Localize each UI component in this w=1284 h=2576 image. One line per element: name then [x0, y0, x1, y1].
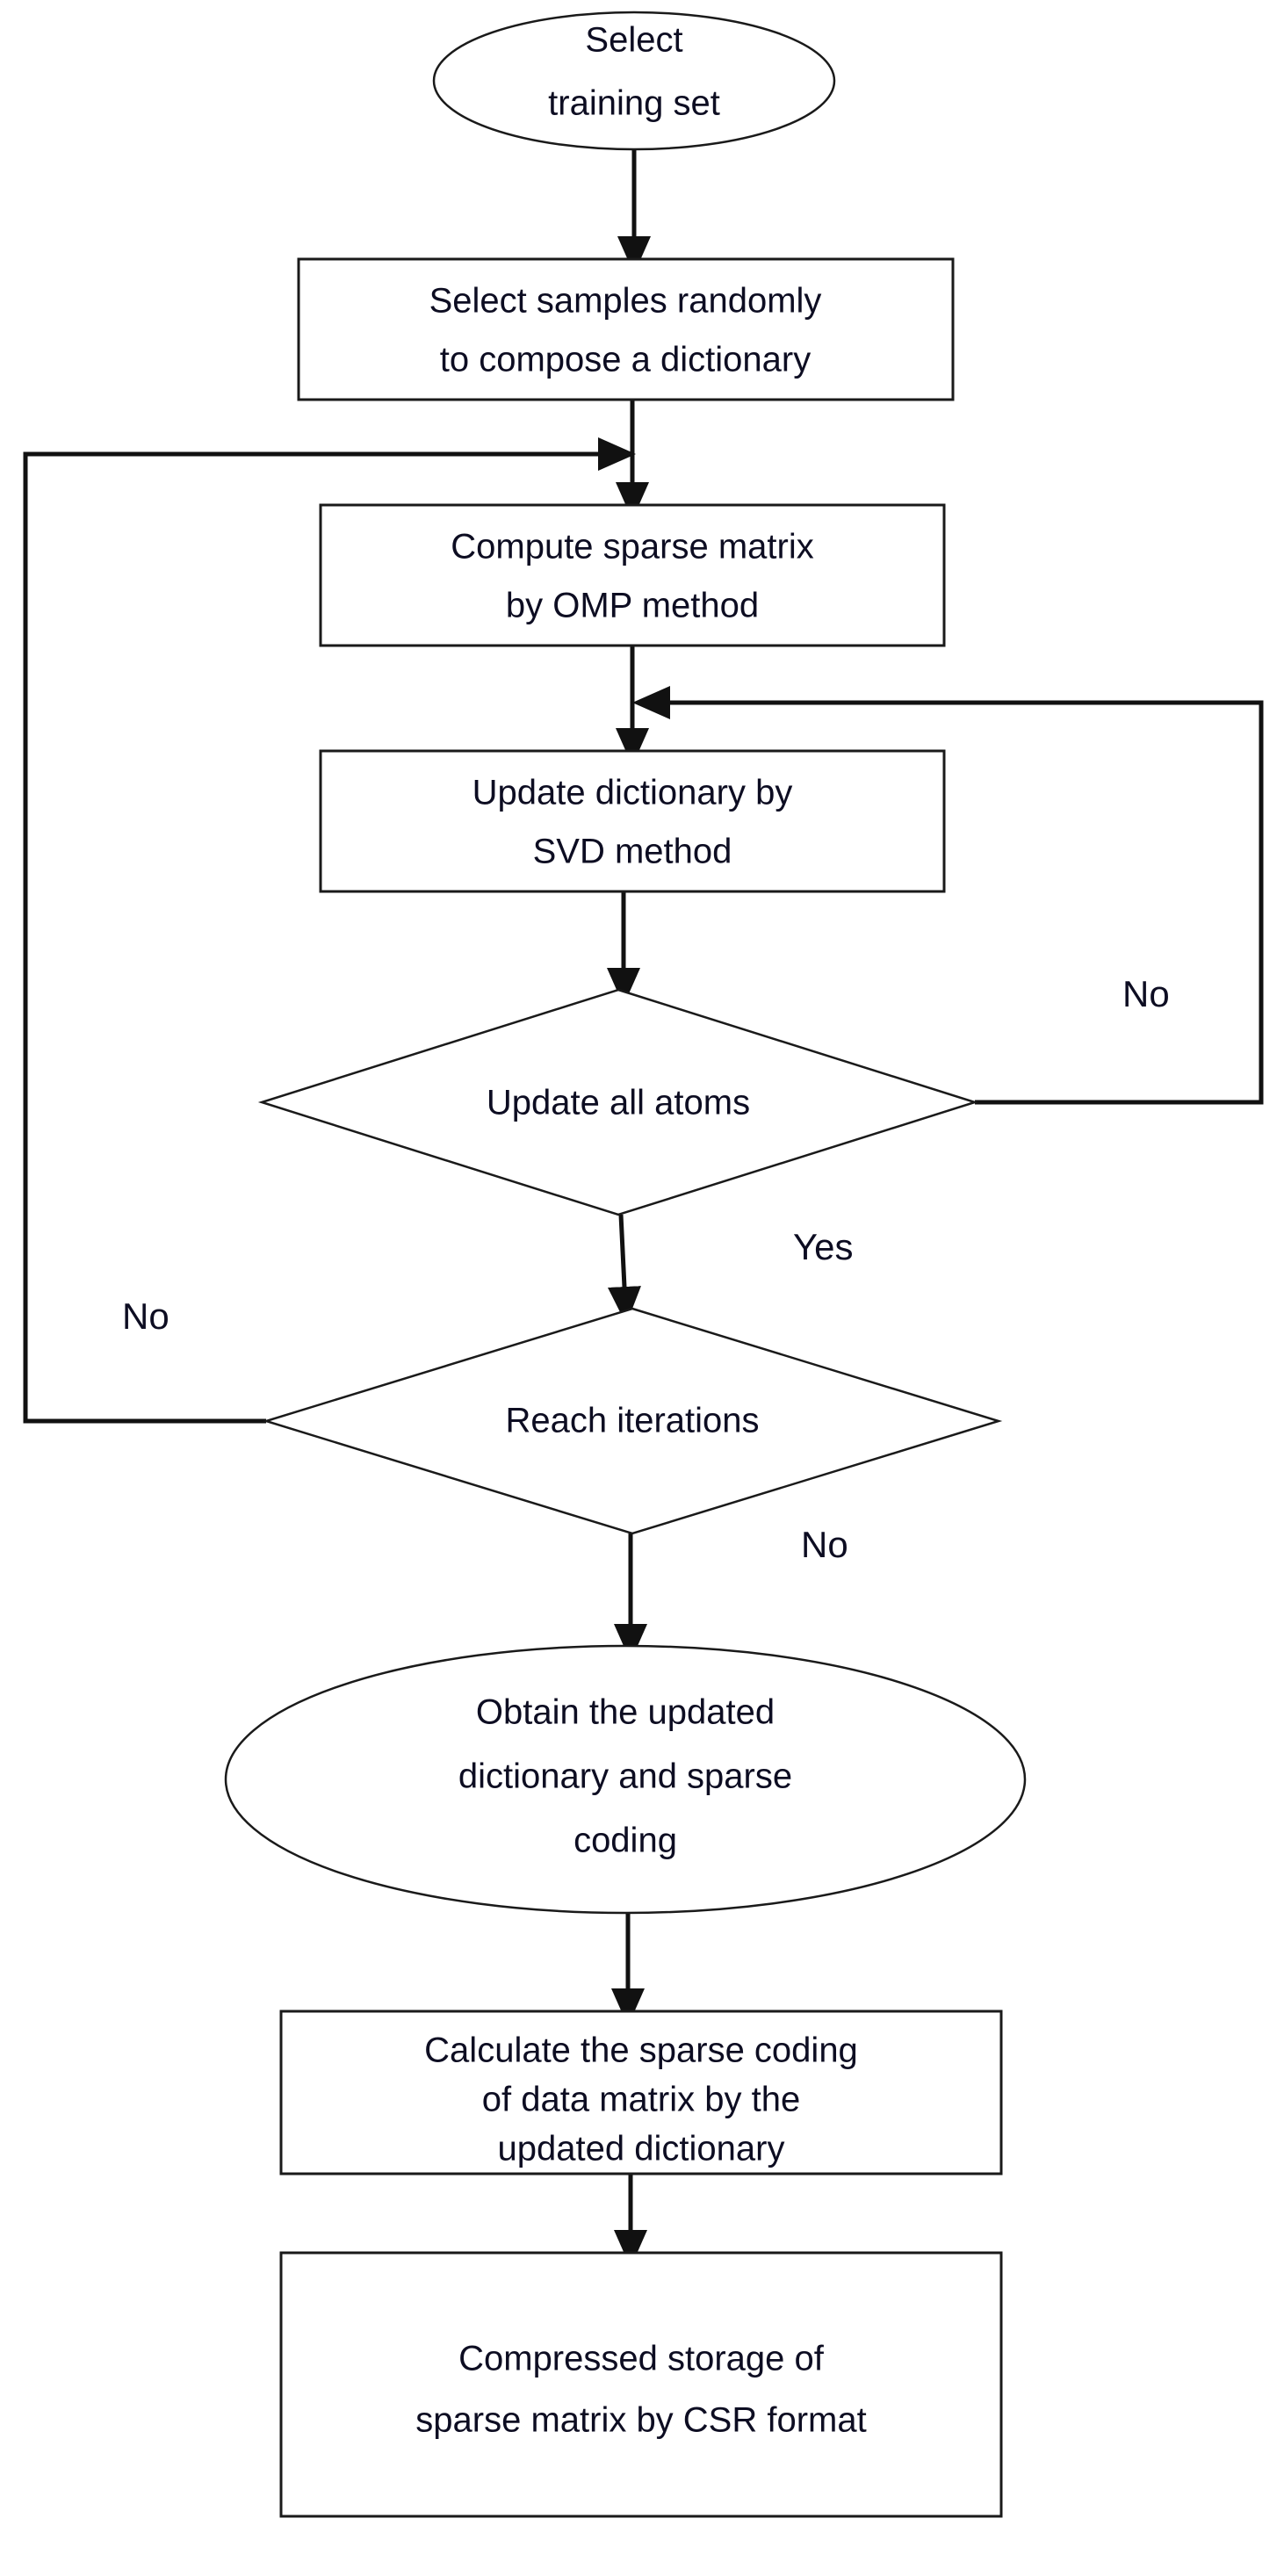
calculate-sparse-coding-rect-shape — [279, 2010, 1003, 2176]
start-label-line1: Select — [585, 21, 682, 60]
obtain-updated-label-line1: Obtain the updated — [476, 1693, 775, 1732]
compressed-storage-rect-shape — [279, 2251, 1003, 2518]
select-samples-rect-shape — [297, 257, 955, 401]
node-select-samples[interactable]: Select samples randomly to compose a dic… — [297, 257, 955, 401]
compute-sparse-label-line2: by OMP method — [506, 587, 759, 625]
start-label-line2: training set — [548, 84, 720, 123]
node-compute-sparse[interactable]: Compute sparse matrix by OMP method — [319, 503, 946, 647]
edge-atoms-yes — [608, 1214, 641, 1324]
update-dictionary-label-line2: SVD method — [533, 833, 732, 871]
calculate-sparse-coding-label-line1: Calculate the sparse coding — [424, 2031, 858, 2070]
compute-sparse-rect-shape — [319, 503, 946, 647]
compressed-storage-label-line1: Compressed storage of — [458, 2340, 825, 2378]
calculate-sparse-coding-label-line2: of data matrix by the — [482, 2081, 800, 2119]
edge-label-atoms-no: No — [1122, 973, 1170, 1014]
obtain-updated-label-line2: dictionary and sparse — [458, 1757, 792, 1796]
node-compressed-storage[interactable]: Compressed storage of sparse matrix by C… — [279, 2251, 1003, 2518]
node-calculate-sparse-coding[interactable]: Calculate the sparse coding of data matr… — [279, 2010, 1003, 2176]
edge-atoms-no-loop — [631, 685, 1264, 1105]
edge-label-iterations-no-down: No — [801, 1524, 848, 1565]
node-start[interactable]: Select training set — [432, 11, 836, 151]
update-dictionary-rect-shape — [319, 749, 946, 893]
select-samples-label-line2: to compose a dictionary — [440, 341, 811, 379]
update-all-atoms-label: Update all atoms — [487, 1084, 750, 1122]
compute-sparse-label-line1: Compute sparse matrix — [451, 528, 813, 566]
node-update-dictionary[interactable]: Update dictionary by SVD method — [319, 749, 946, 893]
select-samples-label-line1: Select samples randomly — [429, 282, 822, 321]
node-obtain-updated[interactable]: Obtain the updated dictionary and sparse… — [224, 1644, 1027, 1915]
update-dictionary-label-line1: Update dictionary by — [472, 774, 793, 812]
reach-iterations-diamond-shape — [262, 1307, 1003, 1535]
obtain-updated-ellipse-shape — [224, 1644, 1027, 1915]
update-all-atoms-diamond-shape — [257, 988, 979, 1216]
node-update-all-atoms[interactable]: Update all atoms — [257, 988, 979, 1216]
calculate-sparse-coding-label-line3: updated dictionary — [498, 2130, 785, 2168]
reach-iterations-label: Reach iterations — [505, 1402, 759, 1440]
start-ellipse-shape — [432, 11, 836, 151]
edge-iterations-no-loop — [23, 437, 637, 1424]
edge-label-iterations-no-left: No — [122, 1295, 170, 1337]
node-reach-iterations[interactable]: Reach iterations — [262, 1307, 1003, 1535]
compressed-storage-label-line2: sparse matrix by CSR format — [415, 2401, 866, 2440]
edge-label-atoms-yes: Yes — [793, 1226, 854, 1267]
obtain-updated-label-line3: coding — [573, 1822, 677, 1860]
